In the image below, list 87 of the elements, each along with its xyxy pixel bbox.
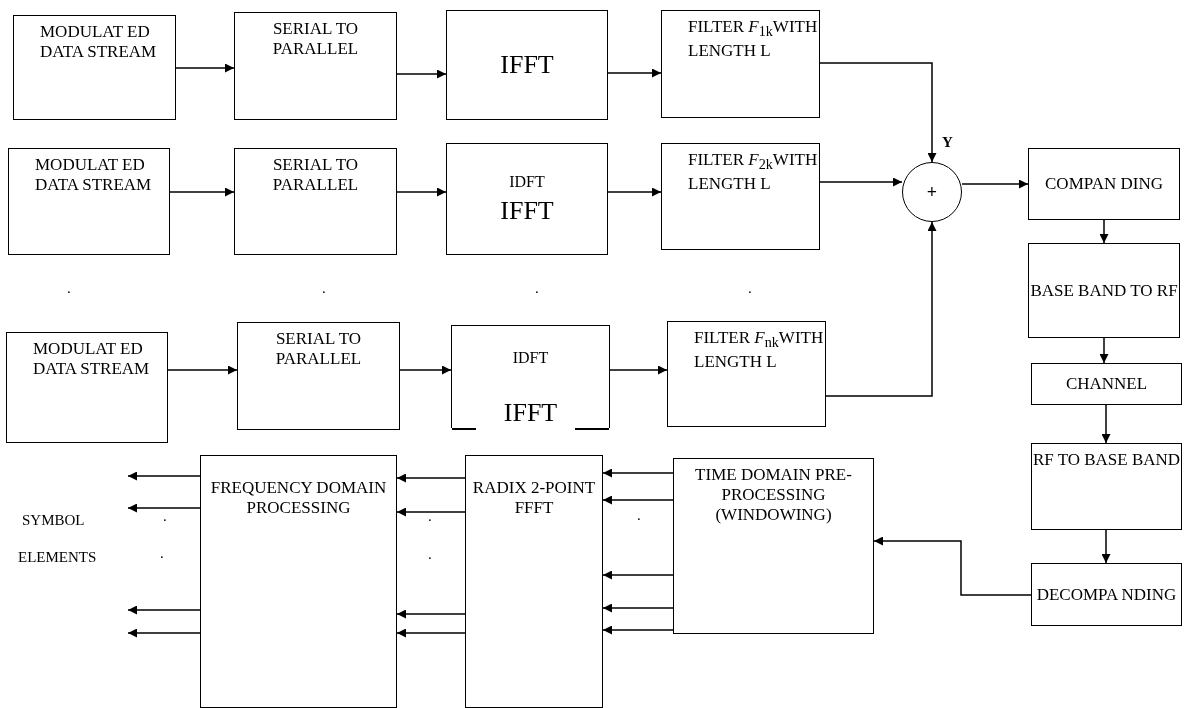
arrow <box>127 605 201 615</box>
node-label: + <box>926 182 938 202</box>
process-box <box>234 12 397 120</box>
process-box <box>465 455 603 708</box>
process-box <box>1031 563 1182 626</box>
arrow <box>396 69 447 79</box>
arrow <box>396 628 466 638</box>
text-label: . <box>160 545 164 562</box>
text-label: Y <box>942 134 953 151</box>
node-label: RADIX 2-POINT FFFT <box>471 478 597 518</box>
arrow <box>873 536 1032 596</box>
arrow <box>127 503 201 513</box>
process-box <box>661 143 820 250</box>
node-label: IFFT <box>500 50 554 80</box>
node-label: SERIAL TO PARALLEL <box>274 329 363 369</box>
arrow <box>819 177 903 187</box>
node-label: FREQUENCY DOMAIN PROCESSING <box>209 478 388 518</box>
process-box <box>237 322 400 430</box>
arrow <box>396 609 466 619</box>
text-label: SYMBOL <box>22 512 85 529</box>
node-label: FILTER F$_{1k}$WITH LENGTH L <box>688 17 819 62</box>
text-label: . <box>428 546 432 563</box>
node-label: FILTER F$_{2k}$WITH LENGTH L <box>688 150 819 195</box>
arrow <box>127 471 201 481</box>
arrow <box>175 63 235 73</box>
process-box <box>451 325 610 428</box>
node-label: MODULAT ED DATA STREAM <box>33 339 151 379</box>
node-label: IFFT <box>500 196 554 226</box>
process-box <box>6 332 168 443</box>
arrow <box>602 625 674 635</box>
arrow <box>1101 404 1111 444</box>
arrow <box>1101 529 1111 564</box>
node-label: TIME DOMAIN PRE- PROCESSING (WINDOWING) <box>694 465 853 525</box>
arrow <box>602 468 674 478</box>
text-label: . <box>637 507 641 524</box>
arrow <box>1099 219 1109 244</box>
arrow <box>602 570 674 580</box>
process-box <box>661 10 820 118</box>
process-box <box>673 458 874 634</box>
process-box <box>667 321 826 427</box>
arrow <box>607 187 662 197</box>
process-box <box>234 148 397 255</box>
process-box <box>13 15 176 120</box>
text-label: . <box>535 280 539 297</box>
process-box <box>446 143 608 255</box>
process-box <box>1028 243 1180 338</box>
arrow <box>399 365 452 375</box>
arrow <box>396 187 447 197</box>
node-label: IDFT <box>509 172 545 192</box>
arrow <box>607 68 662 78</box>
node-label: FILTER F$_{nk}$WITH LENGTH L <box>694 328 825 373</box>
arrow <box>167 365 238 375</box>
node-label: IFFT <box>503 398 558 428</box>
arrow <box>127 628 201 638</box>
arrow <box>609 365 668 375</box>
process-box <box>8 148 170 255</box>
process-box <box>1031 443 1182 530</box>
text-label: . <box>748 280 752 297</box>
node-label: IDFT <box>512 348 549 368</box>
node-label: COMPAN DING <box>1045 174 1163 194</box>
arrow <box>396 473 466 483</box>
arrow <box>396 507 466 517</box>
arrow <box>602 495 674 505</box>
node-label: RF TO BASE BAND <box>1032 450 1181 470</box>
arrow <box>819 62 937 163</box>
arrow <box>602 603 674 613</box>
arrow <box>169 187 235 197</box>
node-label: CHANNEL <box>1065 374 1148 394</box>
process-box <box>200 455 397 708</box>
text-label: . <box>322 280 326 297</box>
text-label: . <box>67 280 71 297</box>
node-label: MODULAT ED DATA STREAM <box>40 22 158 62</box>
node-label: DECOMPA NDING <box>1036 584 1177 605</box>
node-label: SERIAL TO PARALLEL <box>271 155 360 195</box>
node-label: MODULAT ED DATA STREAM <box>35 155 153 195</box>
arrow <box>825 221 937 397</box>
process-box <box>1031 363 1182 405</box>
text-label: . <box>428 508 432 525</box>
arrow <box>961 179 1029 189</box>
text-label: . <box>163 508 167 525</box>
process-box <box>1028 148 1180 220</box>
text-label: ELEMENTS <box>18 549 97 566</box>
summing-junction <box>902 162 962 222</box>
arrow <box>1099 337 1109 364</box>
node-label: SERIAL TO PARALLEL <box>271 19 360 59</box>
node-label: BASE BAND TO RF <box>1030 280 1178 301</box>
process-box <box>446 10 608 120</box>
